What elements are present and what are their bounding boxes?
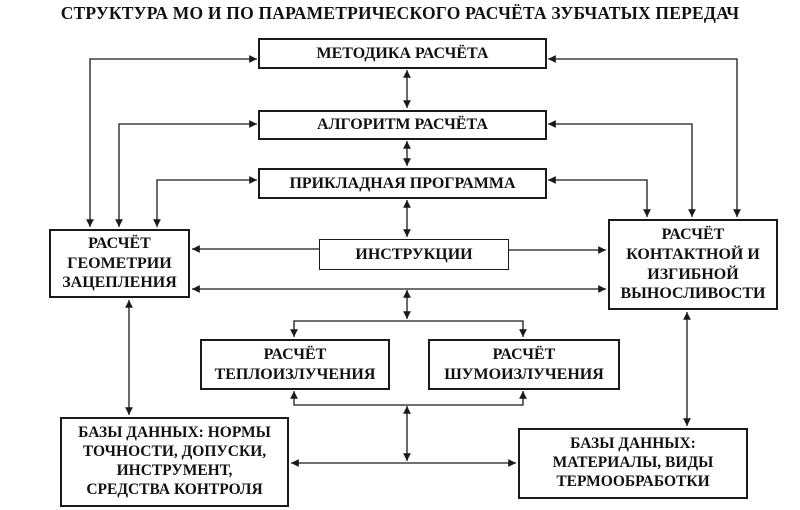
connector-vynoslivost-prikladnaya [548, 176, 651, 218]
node-metodika-rascheta: МЕТОДИКА РАСЧЁТА [258, 38, 547, 69]
node-raschet-kontaktnoy-izgibnoy-vynoslivosti: РАСЧЁТ КОНТАКТНОЙ И ИЗГИБНОЙ ВЫНОСЛИВОСТ… [608, 219, 778, 310]
node-raschet-shumoizlucheniya: РАСЧЁТ ШУМОИЗЛУЧЕНИЯ [428, 339, 620, 390]
connector-vynoslivost-metodika [548, 55, 741, 218]
connector-geometria-prikladnaya [153, 176, 257, 228]
node-raschet-geometrii-zacepleniya: РАСЧЁТ ГЕОМЕТРИИ ЗАЦЕПЛЕНИЯ [49, 229, 190, 298]
node-instrukcii: ИНСТРУКЦИИ [319, 239, 509, 270]
connector-geometria-metodika [86, 55, 257, 228]
connector-geometria-algoritm [115, 120, 257, 228]
node-algoritm-rascheta: АЛГОРИТМ РАСЧЁТА [258, 110, 547, 140]
connector-teplo-shum-bottom-loop [290, 391, 527, 406]
diagram-title: СТРУКТУРА МО И ПО ПАРАМЕТРИЧЕСКОГО РАСЧЁ… [60, 3, 740, 23]
connector-vynoslivost-algoritm [548, 120, 696, 218]
node-raschet-teploizlucheniya: РАСЧЁТ ТЕПЛОИЗЛУЧЕНИЯ [200, 339, 390, 390]
node-bazy-dannyh-materialy: БАЗЫ ДАННЫХ: МАТЕРИАЛЫ, ВИДЫ ТЕРМООБРАБО… [518, 428, 748, 499]
node-bazy-dannyh-normy-tochnosti: БАЗЫ ДАННЫХ: НОРМЫ ТОЧНОСТИ, ДОПУСКИ, ИН… [60, 417, 289, 507]
connector-loop-to-teplo-shum-top [290, 320, 527, 337]
node-prikladnaya-programma: ПРИКЛАДНАЯ ПРОГРАММА [258, 168, 547, 199]
